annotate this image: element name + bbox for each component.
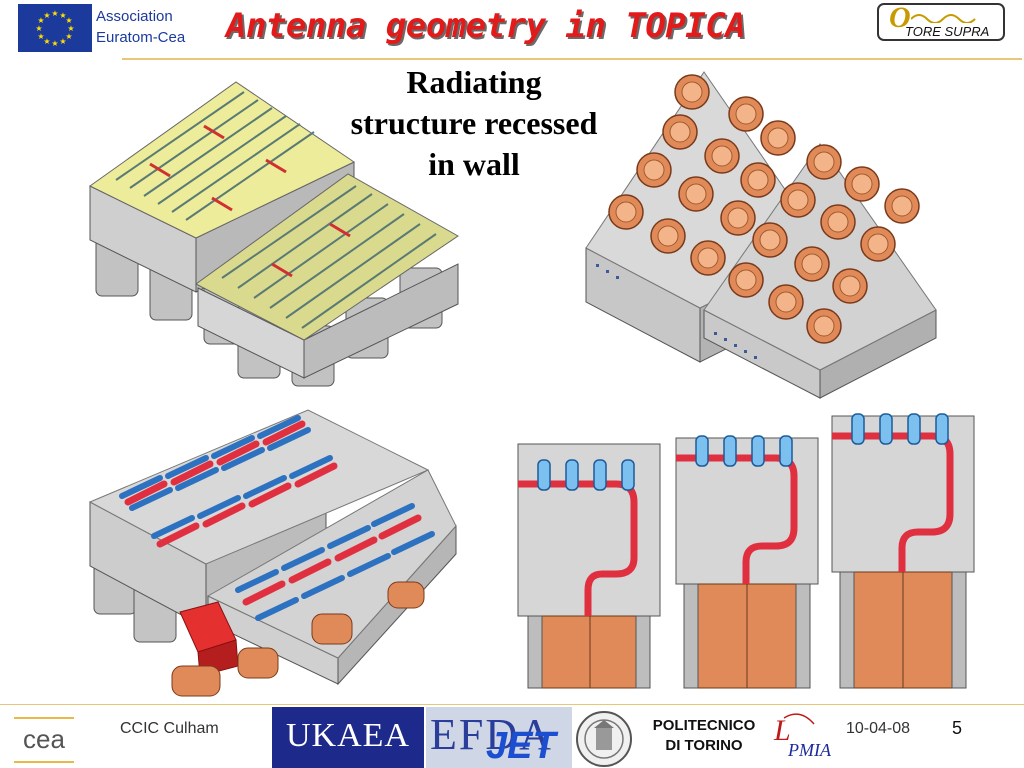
antenna-cutaway-figure bbox=[88, 409, 457, 697]
svg-text:★: ★ bbox=[37, 16, 44, 25]
tore-supra-text: TORE SUPRA bbox=[905, 24, 990, 39]
polito-line-2: DI TORINO bbox=[665, 737, 743, 754]
lpmia-logo: L PMIA bbox=[773, 713, 832, 760]
footer-date: 10-04-08 bbox=[846, 720, 911, 737]
svg-text:★: ★ bbox=[59, 37, 66, 46]
svg-text:★: ★ bbox=[37, 32, 44, 41]
svg-text:★: ★ bbox=[65, 32, 72, 41]
section-panel-3 bbox=[831, 413, 975, 689]
svg-text:★: ★ bbox=[59, 11, 66, 20]
efda-text: EFDA bbox=[430, 710, 553, 759]
wave-icon bbox=[911, 14, 976, 23]
subtitle: Radiating structure recessed in wall bbox=[316, 62, 632, 185]
svg-text:cea: cea bbox=[23, 724, 65, 754]
footer-divider bbox=[0, 704, 1024, 705]
tore-supra-logo: O TORE SUPRA bbox=[877, 1, 1005, 41]
polito-logo: POLITECNICO DI TORINO bbox=[640, 716, 768, 756]
slide-title: Antenna geometry in TOPICA bbox=[226, 6, 746, 46]
svg-text:★: ★ bbox=[43, 11, 50, 20]
ukaea-logo: UKAEA bbox=[272, 707, 424, 768]
subtitle-line-3: in wall bbox=[428, 146, 520, 182]
university-seal-icon bbox=[576, 711, 632, 767]
footer-event: CCIC Culham bbox=[120, 720, 219, 737]
svg-text:★: ★ bbox=[65, 16, 72, 25]
svg-text:PMIA: PMIA bbox=[787, 740, 832, 760]
svg-text:L: L bbox=[773, 714, 791, 747]
subtitle-line-2: structure recessed bbox=[350, 105, 598, 141]
association-line-1: Association bbox=[96, 8, 173, 25]
subtitle-line-1: Radiating bbox=[406, 64, 542, 100]
section-panel-1 bbox=[517, 443, 661, 689]
polito-line-1: POLITECNICO bbox=[652, 717, 756, 734]
cea-logo: cea bbox=[14, 717, 74, 763]
association-line-2: Euratom-Cea bbox=[96, 29, 186, 46]
eu-flag-logo: ★★★ ★★★ ★★★ ★★★ bbox=[18, 4, 92, 52]
antenna-back-figure bbox=[585, 71, 937, 399]
cross-section-figure bbox=[517, 413, 975, 689]
association-label: Association Euratom-Cea bbox=[96, 6, 185, 48]
jet-text: JET bbox=[486, 725, 556, 767]
header-divider bbox=[122, 58, 1022, 60]
svg-text:★: ★ bbox=[51, 39, 58, 48]
section-panel-2 bbox=[675, 435, 819, 689]
page-number: 5 bbox=[952, 718, 963, 738]
svg-text:★: ★ bbox=[51, 9, 58, 18]
tore-supra-o-mark: O bbox=[889, 1, 911, 34]
svg-text:★: ★ bbox=[43, 37, 50, 46]
svg-text:★: ★ bbox=[67, 24, 74, 33]
antenna-front-figure bbox=[89, 81, 459, 387]
efda-jet-logo: EFDA JET bbox=[426, 707, 572, 768]
svg-text:★: ★ bbox=[35, 24, 42, 33]
